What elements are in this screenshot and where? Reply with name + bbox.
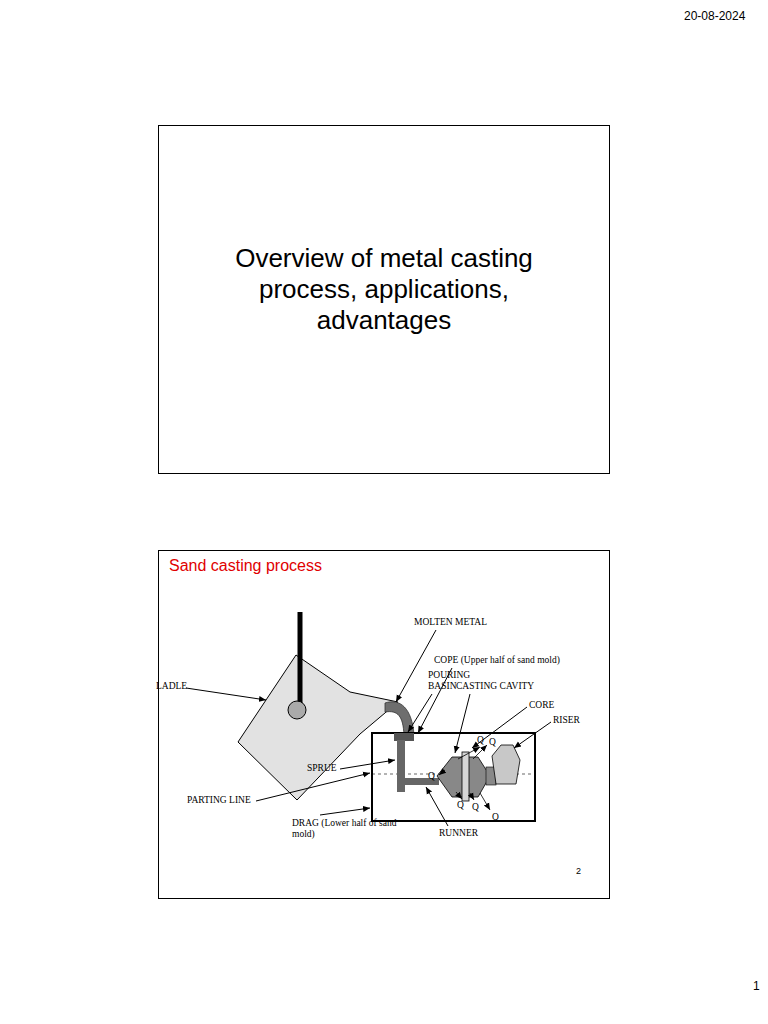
ladle-rod: [298, 612, 303, 705]
part-name: CASTING CAVITY: [456, 681, 534, 692]
slide-number: 2: [576, 866, 581, 876]
part-name: CORE: [529, 700, 554, 711]
part-name: RISER: [553, 715, 580, 726]
heat-flow-symbol: Q: [428, 771, 435, 782]
heat-flow-symbol: Q: [457, 800, 464, 811]
slide-title: Overview of metal casting process, appli…: [219, 243, 549, 337]
part-name: SPRUE: [307, 763, 337, 774]
heat-flow-symbol: Q: [492, 812, 499, 823]
part-name: MOLTEN METAL: [414, 617, 487, 628]
riser: [492, 745, 520, 784]
page-number: 1: [753, 980, 760, 994]
part-name: COPE (Upper half of sand mold): [434, 655, 560, 666]
sand-mold: [372, 733, 535, 821]
part-name: LADLE: [156, 681, 187, 692]
date: 20-08-2024: [684, 10, 745, 24]
heat-arrows: [439, 745, 490, 810]
ladle-pivot: [288, 701, 306, 719]
part-name: PARTING LINE: [187, 795, 251, 806]
heat-flow-symbol: Q: [472, 802, 479, 813]
slide-frame: Overview of metal casting process, appli…: [158, 125, 610, 474]
part-name: DRAG (Lower half of sand mold): [292, 818, 417, 840]
core: [462, 752, 469, 801]
slide-frame: Sand casting process: [158, 550, 610, 899]
heat-flow-symbol: Q: [477, 735, 484, 746]
pouring-basin: [394, 733, 414, 741]
heat-flow-symbol: Q: [489, 737, 496, 748]
slide-heading: Sand casting process: [169, 557, 599, 575]
part-name: RUNNER: [439, 828, 478, 839]
